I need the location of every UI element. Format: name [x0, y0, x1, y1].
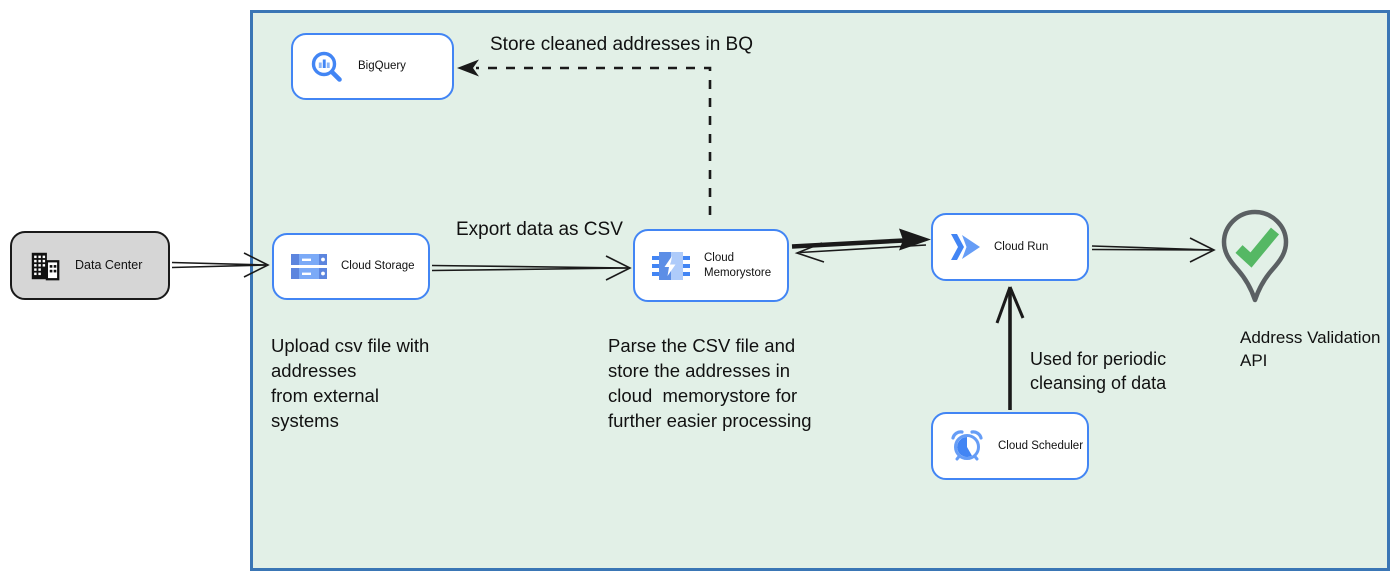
memorystore-chip-icon — [651, 249, 691, 283]
node-cloud-scheduler: Cloud Scheduler — [931, 412, 1089, 480]
node-label: Cloud Scheduler — [998, 439, 1084, 452]
gcp-boundary-container — [250, 10, 1390, 571]
storage-buckets-icon — [290, 252, 328, 282]
building-icon — [28, 249, 62, 283]
node-label: Data Center — [75, 258, 143, 272]
node-cloud-memorystore: Cloud Memorystore — [633, 229, 789, 302]
node-label: Cloud Run — [994, 240, 1049, 253]
map-pin-check-icon — [1219, 208, 1291, 313]
annotation-parse-csv: Parse the CSV file and store the address… — [608, 335, 812, 431]
node-label: Cloud Memorystore — [704, 251, 772, 279]
annotation-upload-csv: Upload csv file with addresses from exte… — [271, 335, 430, 431]
bigquery-magnifier-icon — [309, 49, 345, 85]
node-data-center: Data Center — [10, 231, 170, 300]
node-cloud-storage: Cloud Storage — [272, 233, 430, 300]
node-bigquery: BigQuery — [291, 33, 454, 100]
scheduler-alarm-clock-icon — [949, 428, 985, 464]
node-label: Cloud Storage — [341, 260, 415, 272]
cloud-run-chevrons-icon — [949, 232, 981, 262]
node-cloud-run: Cloud Run — [931, 213, 1089, 281]
annotation-store-cleaned-addresses: Store cleaned addresses in BQ — [490, 34, 753, 55]
annotation-periodic-cleansing: Used for periodic cleansing of data — [1030, 349, 1167, 393]
label-address-validation-api: Address Validation API — [1240, 328, 1381, 370]
node-label: BigQuery — [358, 60, 406, 72]
annotation-export-data-csv: Export data as CSV — [456, 219, 623, 240]
